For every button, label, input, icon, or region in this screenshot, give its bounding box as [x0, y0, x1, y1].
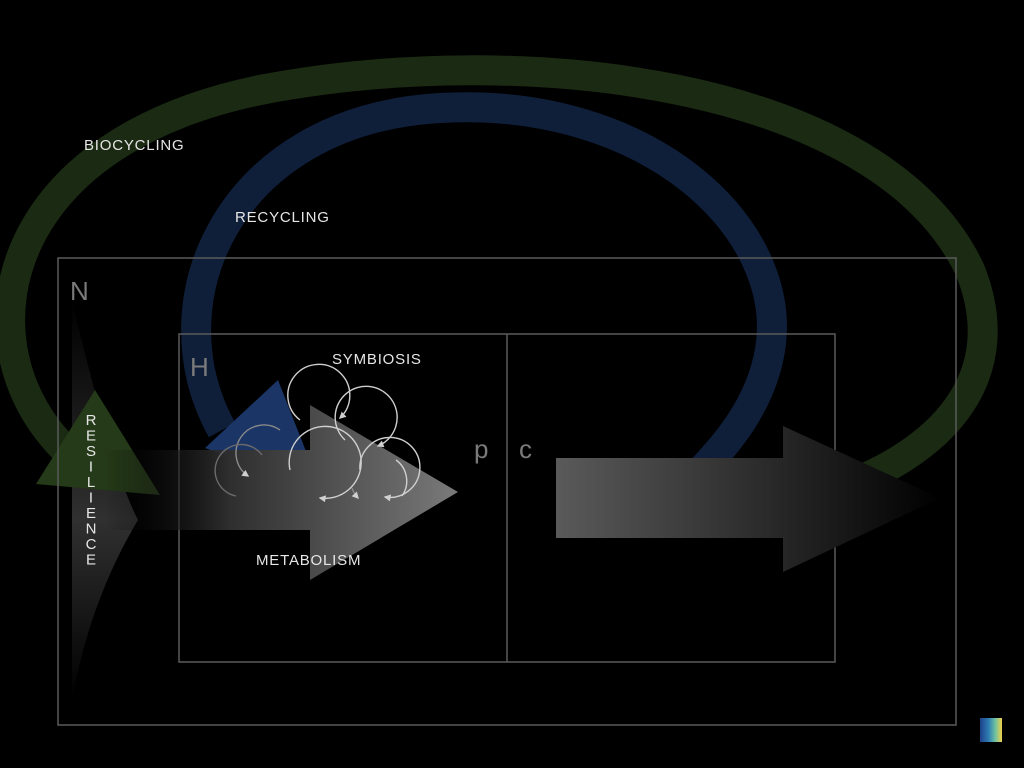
biocycling-loop — [0, 55, 998, 492]
resilience-letter: C — [86, 536, 97, 553]
label-right-panel: c — [519, 434, 532, 464]
symbiosis-circle — [351, 487, 359, 500]
label-recycling: RECYCLING — [235, 209, 330, 226]
symbiosis-circle — [214, 443, 263, 497]
label-biocycling: BIOCYCLING — [84, 137, 185, 154]
label-left-panel: p — [474, 434, 488, 464]
outer-system-box — [57, 257, 957, 726]
symbiosis-circle — [395, 459, 408, 497]
resilience-letter: E — [86, 428, 96, 445]
output-arrow — [556, 426, 940, 572]
symbiosis-circle — [288, 425, 362, 503]
metabolism-arrow — [105, 405, 458, 580]
label-outer-box: N — [70, 276, 89, 306]
resilience-letter: E — [86, 552, 96, 569]
label-symbiosis: SYMBIOSIS — [332, 351, 422, 368]
symbiosis-circle — [359, 436, 421, 502]
resilience-letter: R — [86, 412, 97, 429]
label-metabolism: METABOLISM — [256, 552, 361, 569]
label-inner-box: H — [190, 352, 209, 382]
resilience-letter: I — [89, 459, 93, 476]
resilience-letter: N — [86, 521, 97, 538]
symbiosis-circle — [287, 363, 351, 421]
corner-badge — [980, 718, 1002, 742]
symbiosis-circle — [235, 424, 281, 477]
resilience-letter: E — [86, 505, 96, 522]
resilience-letter: L — [87, 474, 95, 491]
resilience-letter: I — [89, 490, 93, 507]
symbiosis-circle — [334, 385, 398, 448]
resilience-letter: S — [86, 443, 96, 460]
symbiosis-circles — [214, 363, 421, 503]
recycling-loop — [181, 92, 787, 483]
